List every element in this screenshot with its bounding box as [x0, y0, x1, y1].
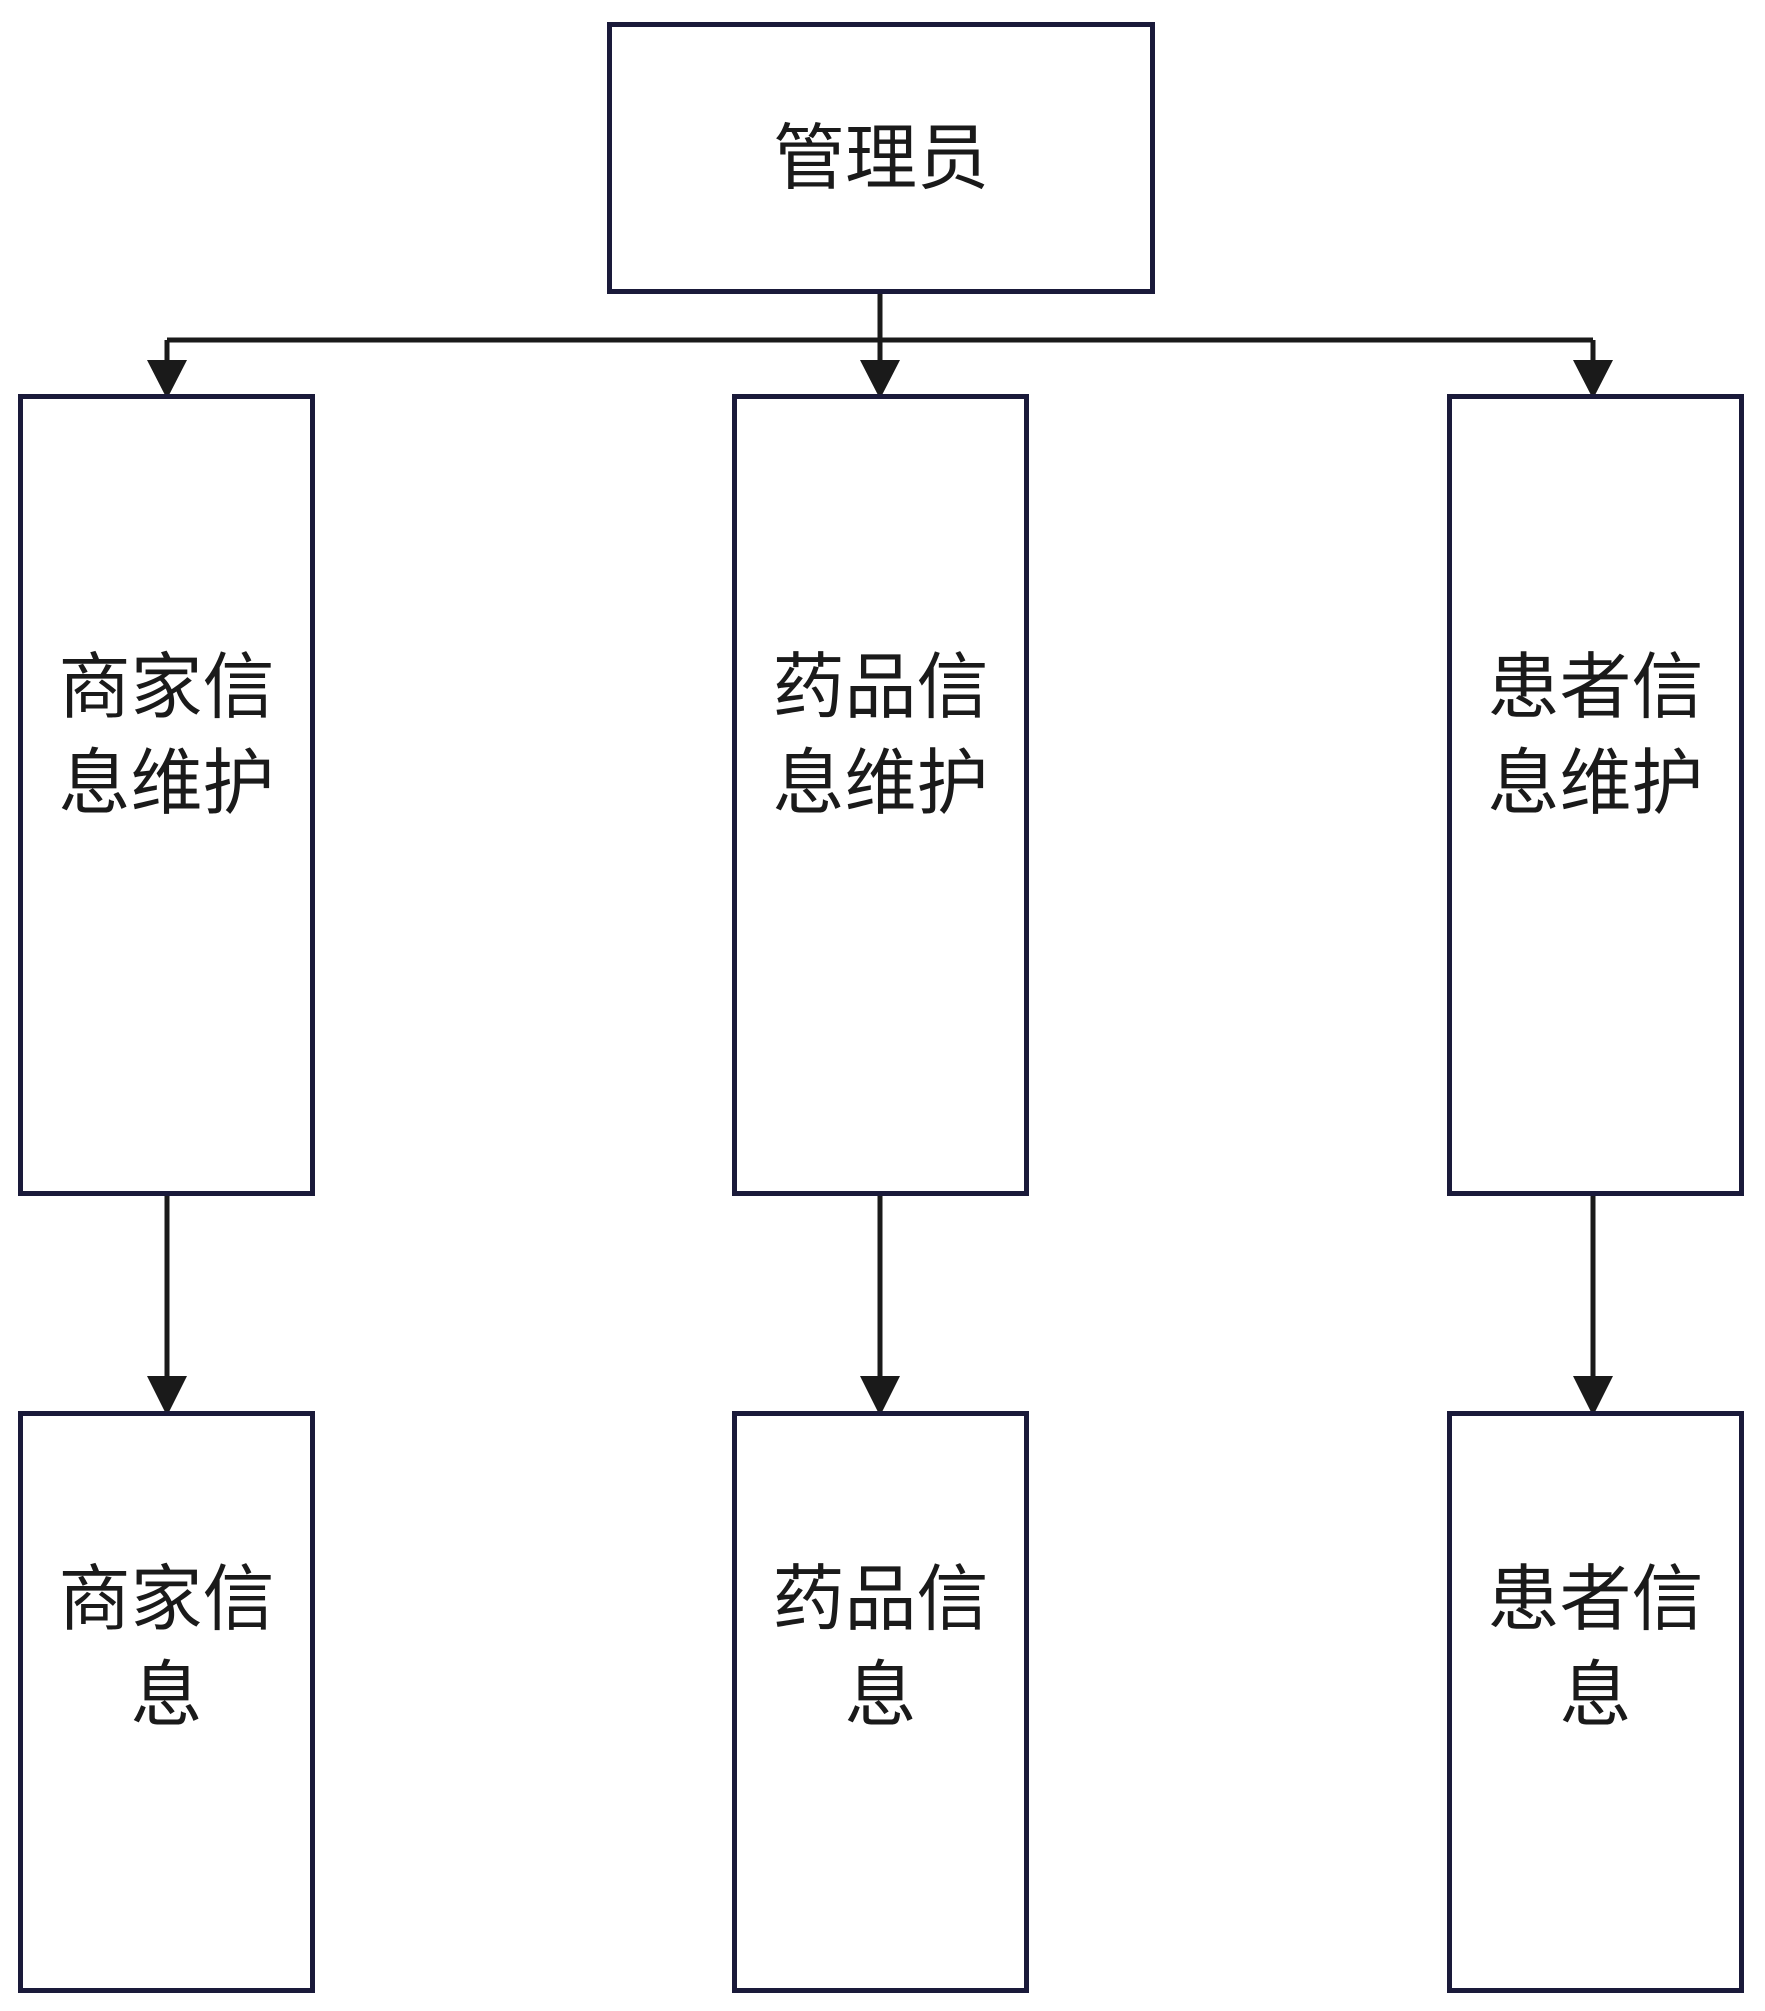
node-drug-maintenance: 药品信息维护: [732, 394, 1029, 1196]
edge-merchant-maintenance-to-merchant-info: [147, 1196, 187, 1416]
node-patient-maintenance: 患者信息维护: [1447, 394, 1744, 1196]
node-patient-maintenance-label: 患者信息维护: [1487, 645, 1704, 825]
node-drug-info: 药品信息: [732, 1411, 1029, 1993]
node-admin-label: 管理员: [772, 116, 989, 200]
edge-patient-maintenance-to-patient-info: [1573, 1196, 1613, 1416]
edge-root-to-patient-maintenance: [1573, 340, 1613, 399]
node-merchant-info-label: 商家信息: [58, 1557, 275, 1737]
node-patient-info-label: 患者信息: [1487, 1557, 1704, 1737]
edge-root-to-merchant-maintenance: [147, 340, 187, 399]
node-merchant-info: 商家信息: [18, 1411, 315, 1993]
node-drug-info-label: 药品信息: [772, 1557, 989, 1737]
edge-root-to-drug-maintenance: [860, 340, 900, 399]
node-drug-maintenance-label: 药品信息维护: [772, 645, 989, 825]
node-merchant-maintenance-label: 商家信息维护: [58, 645, 275, 825]
node-admin: 管理员: [607, 22, 1155, 294]
node-patient-info: 患者信息: [1447, 1411, 1744, 1993]
edge-drug-maintenance-to-drug-info: [860, 1196, 900, 1416]
node-merchant-maintenance: 商家信息维护: [18, 394, 315, 1196]
